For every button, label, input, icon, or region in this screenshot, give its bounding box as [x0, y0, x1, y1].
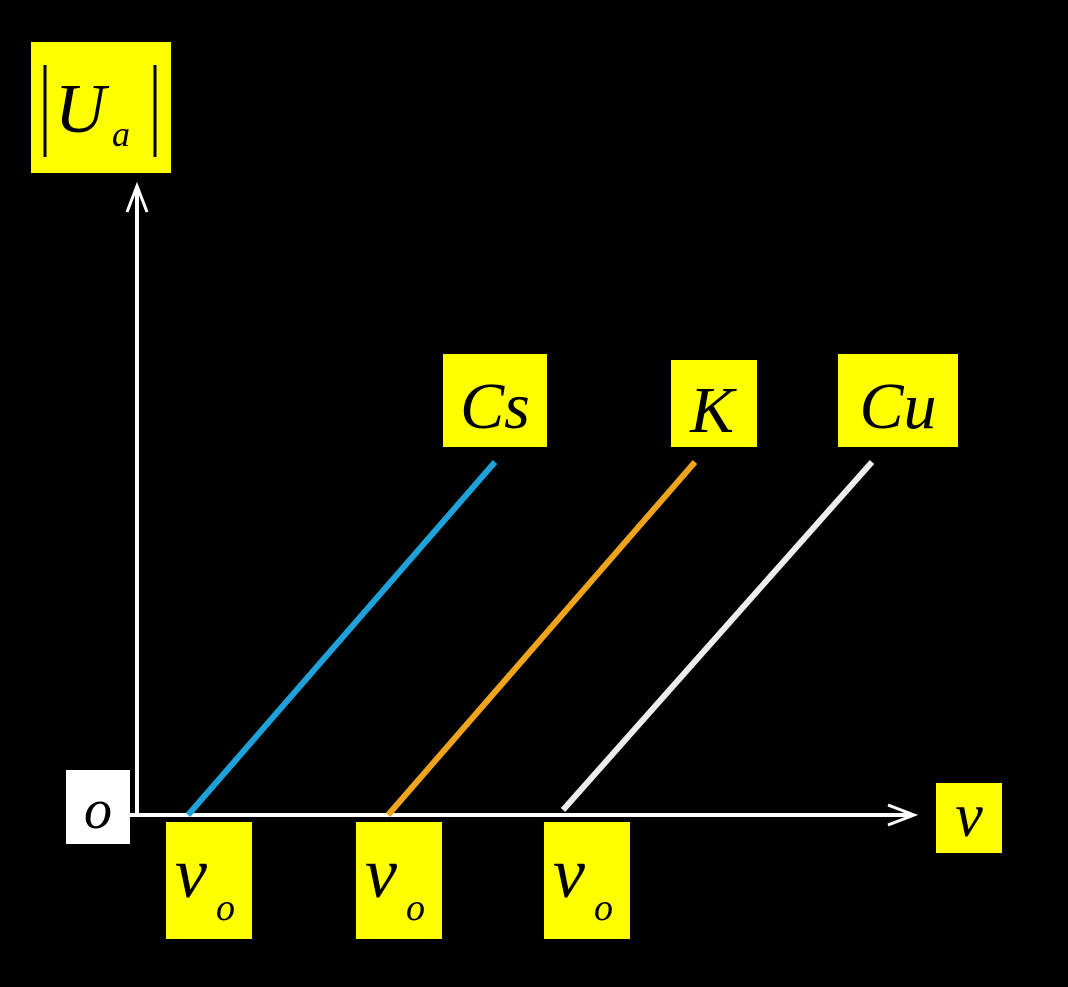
cu-threshold-main: ν [553, 833, 585, 913]
k-threshold-box [356, 822, 442, 939]
y-axis-label: U a [31, 42, 171, 173]
cu-threshold-box [544, 822, 630, 939]
k-line [385, 460, 698, 817]
cs-label: Cs [443, 354, 547, 447]
k-label-text: K [689, 374, 737, 447]
k-threshold-main: ν [365, 833, 397, 913]
cu-threshold-sub: o [594, 887, 613, 929]
origin-label-text: o [84, 779, 112, 841]
cs-threshold-box [166, 822, 252, 939]
y-axis-arrowhead [125, 181, 149, 213]
origin-label: o [66, 770, 130, 844]
cs-label-text: Cs [460, 370, 530, 443]
y-axis-label-main: U [55, 71, 110, 148]
x-axis-label: ν [936, 782, 1002, 853]
y-axis-label-sub: a [112, 114, 130, 154]
cu-threshold-label: ν o [544, 822, 630, 939]
x-axis-arrowhead [887, 803, 919, 827]
cs-threshold-label: ν o [166, 822, 252, 939]
cu-label-text: Cu [859, 370, 936, 443]
cs-line [185, 460, 498, 817]
k-threshold-sub: o [406, 887, 425, 929]
k-threshold-label: ν o [356, 822, 442, 939]
cs-threshold-sub: o [216, 887, 235, 929]
cu-line [560, 460, 875, 812]
cu-label: Cu [838, 354, 958, 447]
k-label-box [671, 360, 757, 447]
cs-threshold-main: ν [175, 833, 207, 913]
y-axis-label-box [31, 42, 171, 173]
cs-label-box [443, 354, 547, 447]
k-label: K [671, 360, 757, 447]
x-axis-label-box [936, 783, 1002, 853]
origin-label-box [66, 770, 130, 844]
cu-label-box [838, 354, 958, 447]
x-axis-label-text: ν [955, 782, 983, 850]
